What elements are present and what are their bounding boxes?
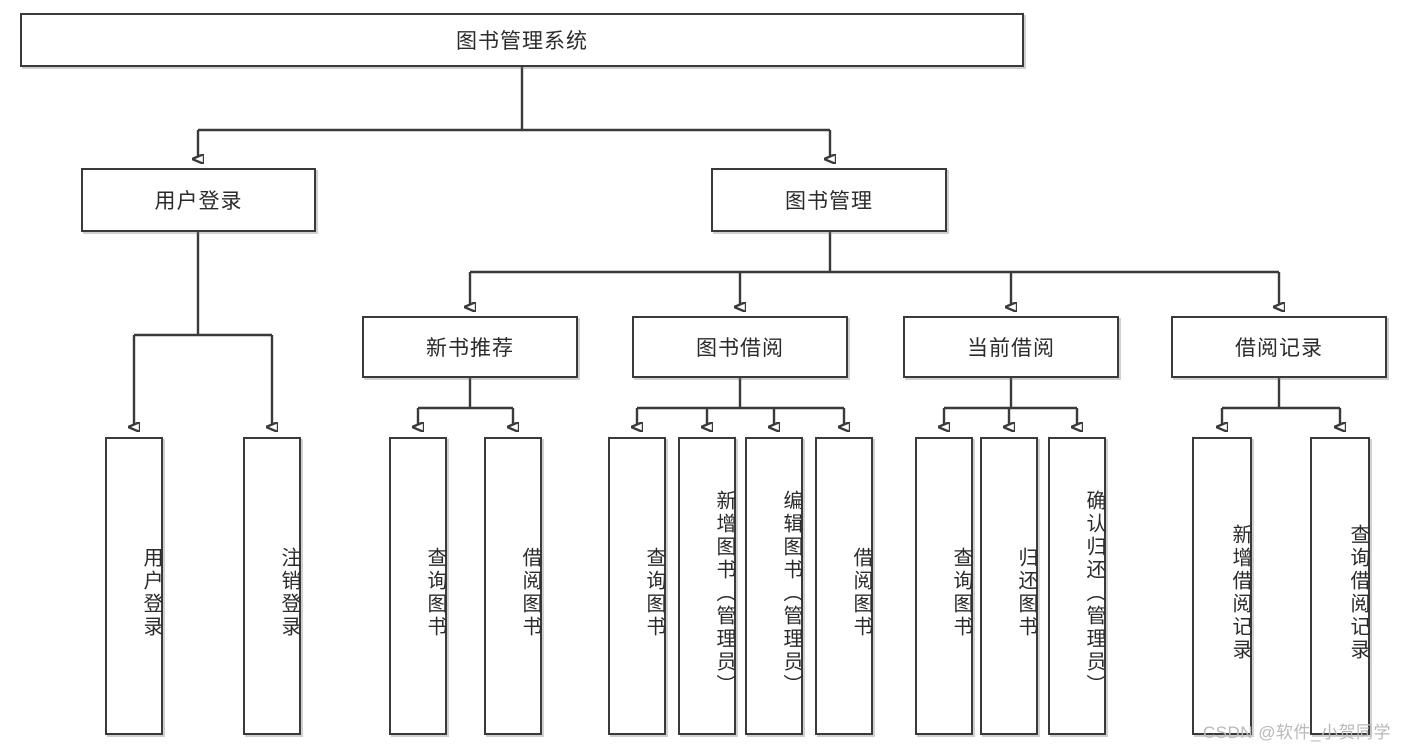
node-book-manage[interactable]: 图书管理 <box>711 168 947 232</box>
node-leaf-user-logout[interactable]: 注销登录 <box>243 437 301 735</box>
node-leaf-user-login[interactable]: 用户登录 <box>105 437 163 735</box>
node-book-borrow[interactable]: 图书借阅 <box>632 316 848 378</box>
node-leaf-query-book-1[interactable]: 查询图书 <box>389 437 447 735</box>
node-leaf-query-book-2[interactable]: 查询图书 <box>608 437 666 735</box>
watermark-text: CSDN @软件_小贺同学 <box>1202 723 1391 742</box>
node-borrow-record[interactable]: 借阅记录 <box>1171 316 1387 378</box>
node-user-login[interactable]: 用户登录 <box>81 168 316 232</box>
node-leaf-confirm-return[interactable]: 确认归还（管理员） <box>1048 437 1106 735</box>
node-leaf-edit-book[interactable]: 编辑图书（管理员） <box>745 437 803 735</box>
node-leaf-borrow-book-1[interactable]: 借阅图书 <box>484 437 542 735</box>
node-leaf-query-book-3[interactable]: 查询图书 <box>915 437 973 735</box>
node-leaf-add-book[interactable]: 新增图书（管理员） <box>678 437 736 735</box>
node-root-system[interactable]: 图书管理系统 <box>20 13 1024 67</box>
node-leaf-return-book[interactable]: 归还图书 <box>980 437 1038 735</box>
node-leaf-query-record[interactable]: 查询借阅记录 <box>1310 437 1370 735</box>
node-leaf-add-record[interactable]: 新增借阅记录 <box>1192 437 1252 735</box>
node-current-borrow[interactable]: 当前借阅 <box>903 316 1119 378</box>
node-leaf-borrow-book-2[interactable]: 借阅图书 <box>815 437 873 735</box>
node-new-book-recommend[interactable]: 新书推荐 <box>362 316 578 378</box>
